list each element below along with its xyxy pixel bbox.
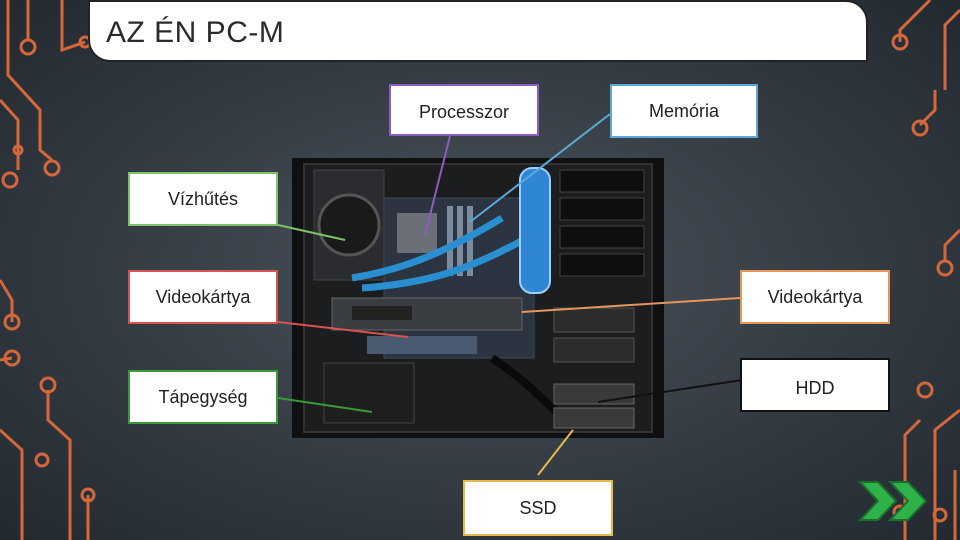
- label-processor: Processzor: [389, 84, 539, 136]
- double-chevron-right-icon: [857, 481, 928, 521]
- label-gpu-left: Videokártya: [128, 270, 278, 324]
- label-memory: Memória: [610, 84, 758, 138]
- label-gpu-right: Videokártya: [740, 270, 890, 324]
- next-slide-button[interactable]: [856, 478, 932, 524]
- slide-title: AZ ÉN PC-M: [106, 16, 285, 49]
- title-box: AZ ÉN PC-M: [88, 0, 868, 62]
- pc-photo: [292, 158, 664, 438]
- label-water-cooling: Vízhűtés: [128, 172, 278, 226]
- label-hdd: HDD: [740, 358, 890, 412]
- label-ssd: SSD: [463, 480, 613, 536]
- label-psu: Tápegység: [128, 370, 278, 424]
